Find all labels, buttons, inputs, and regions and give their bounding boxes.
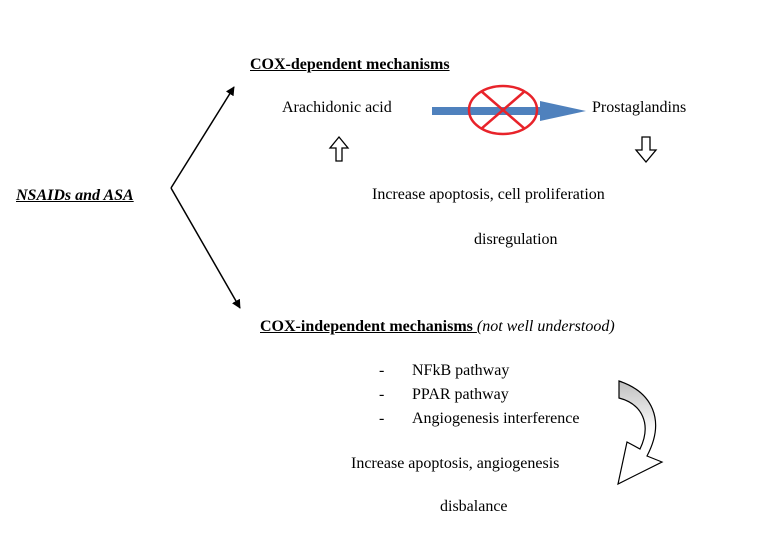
cox-dependent-effect-line1: Increase apoptosis, cell proliferation	[372, 186, 605, 203]
cox-independent-effect-line2: disbalance	[440, 498, 508, 515]
bullet-marker: -	[379, 410, 385, 427]
branch-arrow-down	[170, 187, 241, 309]
substrate-label: Arachidonic acid	[282, 99, 392, 116]
cox-independent-header: COX-independent mechanisms (not well und…	[260, 317, 615, 337]
root-label: NSAIDs and ASA	[16, 187, 134, 204]
branch-arrows	[170, 86, 241, 309]
cox-dependent-effect-line2: disregulation	[474, 231, 558, 248]
list-item: Angiogenesis interference	[412, 410, 580, 427]
curved-arrow-icon	[617, 380, 664, 486]
list-item: NFkB pathway	[412, 362, 510, 379]
product-label: Prostaglandins	[592, 99, 687, 116]
hollow-down-arrow-icon	[634, 136, 658, 164]
cox-independent-heading: COX-independent mechanisms	[260, 318, 477, 335]
list-item: PPAR pathway	[412, 386, 509, 403]
cox-independent-effect-line1: Increase apoptosis, angiogenesis	[351, 455, 560, 472]
hollow-up-arrow-icon	[328, 135, 350, 162]
inhibition-cross-icon	[467, 84, 539, 136]
bullet-marker: -	[379, 362, 385, 379]
branch-arrow-up	[170, 86, 235, 189]
bullet-marker: -	[379, 386, 385, 403]
cox-dependent-heading: COX-dependent mechanisms	[250, 56, 450, 73]
cox-independent-note: (not well understood)	[476, 318, 615, 335]
conversion-arrow	[432, 101, 586, 121]
